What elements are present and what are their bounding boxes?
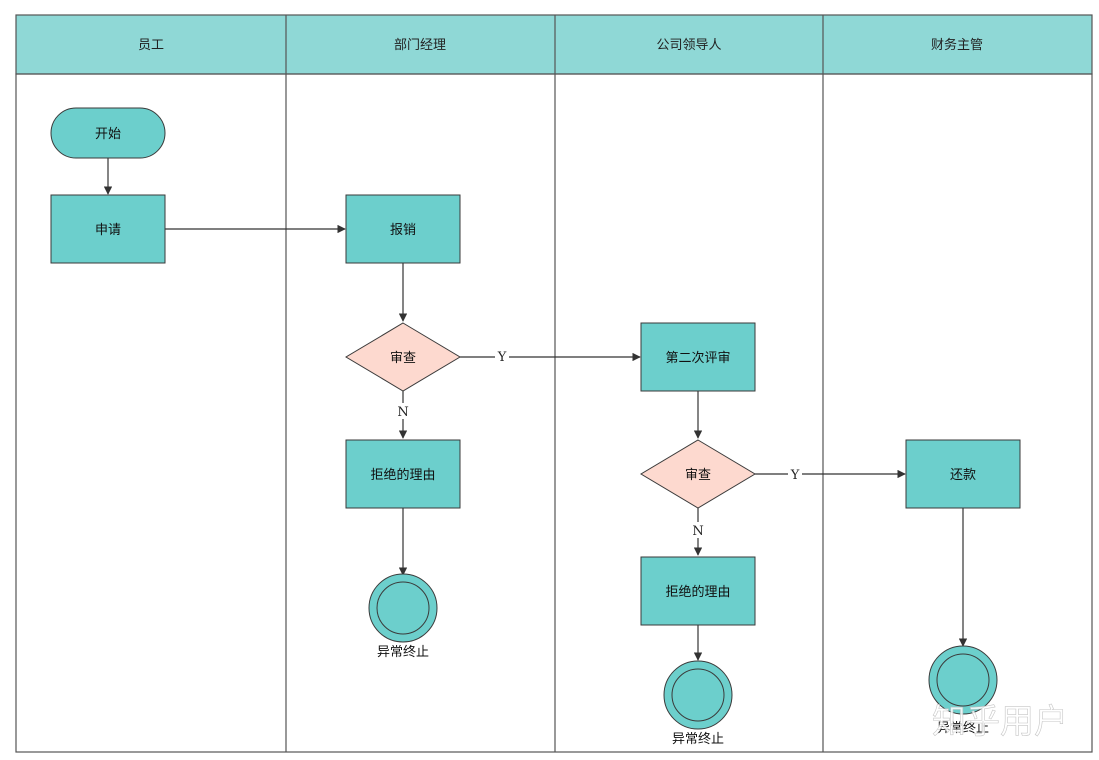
edges <box>103 158 968 661</box>
lane-title-dept-manager: 部门经理 <box>394 38 446 53</box>
node-reject2: 拒绝的理由 <box>640 556 756 626</box>
node-apply: 申请 <box>50 194 166 264</box>
edge-labels: Y N Y N <box>396 348 802 539</box>
lane-title-employee: 员工 <box>138 38 164 53</box>
node-review2-decision: 审查 <box>640 439 756 509</box>
lane-title-company-leader: 公司领导人 <box>656 38 721 53</box>
edge-label-yes-2: Y <box>790 468 800 483</box>
node-second-review-label: 第二次评审 <box>665 350 730 366</box>
node-start-label: 开始 <box>95 127 121 142</box>
edge-label-yes-1: Y <box>497 350 507 365</box>
node-end2-label: 异常终止 <box>672 731 724 747</box>
edge-label-no-1: N <box>397 405 408 420</box>
node-end2-terminal: 异常终止 <box>663 660 733 747</box>
node-repay: 还款 <box>905 439 1021 509</box>
node-start: 开始 <box>50 107 166 159</box>
node-review2-label: 审查 <box>685 468 711 483</box>
node-end1-label: 异常终止 <box>377 644 429 660</box>
yes-label-bg-2 <box>788 466 802 482</box>
node-end3-label: 异常终止 <box>937 720 989 736</box>
node-reject1: 拒绝的理由 <box>345 439 461 509</box>
node-reimburse: 报销 <box>345 194 461 264</box>
lane-body-border <box>15 73 1093 753</box>
no-label-bg-2 <box>691 522 705 538</box>
node-reject2-label: 拒绝的理由 <box>665 584 730 600</box>
lane-title-finance-supervisor: 财务主管 <box>931 37 983 53</box>
yes-label-bg-1 <box>495 348 509 364</box>
swimlane-frame: 员工 部门经理 公司领导人 财务主管 <box>15 14 1093 753</box>
header-band <box>15 14 1093 75</box>
node-apply-label: 申请 <box>95 223 121 238</box>
node-repay-label: 还款 <box>950 468 976 483</box>
node-review1-decision: 审查 <box>345 322 461 392</box>
node-end3-terminal: 异常终止 <box>928 645 998 736</box>
node-reimburse-label: 报销 <box>390 223 416 238</box>
node-second-review: 第二次评审 <box>640 322 756 392</box>
node-reject1-label: 拒绝的理由 <box>370 467 435 483</box>
node-end1-terminal: 异常终止 <box>368 573 438 660</box>
edge-label-no-2: N <box>692 524 703 539</box>
watermark-text: 知乎用户 <box>932 702 1068 742</box>
no-label-bg-1 <box>396 403 410 419</box>
node-review1-label: 审查 <box>390 351 416 366</box>
